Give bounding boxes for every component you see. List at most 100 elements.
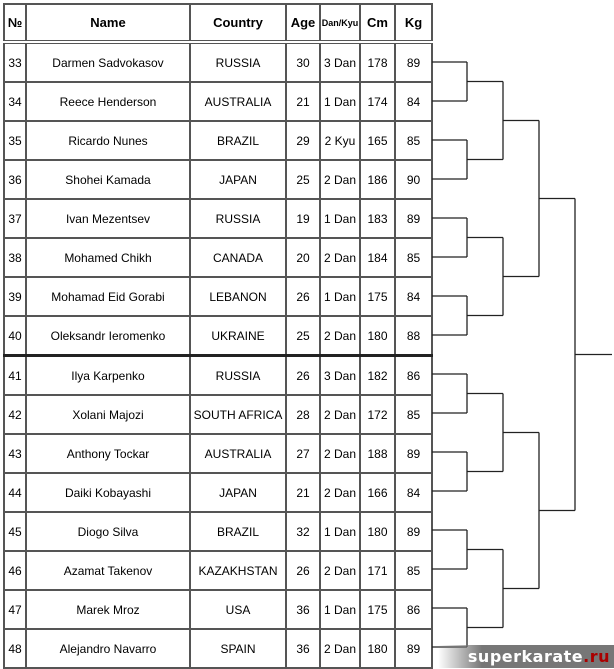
cell-no: 42 — [3, 394, 27, 435]
cell-cm: 183 — [359, 198, 396, 239]
cell-kg: 85 — [394, 237, 433, 278]
cell-no: 40 — [3, 315, 27, 357]
cell-age: 27 — [285, 433, 321, 474]
cell-age: 26 — [285, 550, 321, 591]
cell-country: SPAIN — [189, 628, 287, 669]
cell-cm: 180 — [359, 315, 396, 357]
cell-country: LEBANON — [189, 276, 287, 317]
header-country: Country — [189, 3, 287, 44]
cell-rank: 2 Dan — [319, 433, 361, 474]
cell-rank: 2 Dan — [319, 315, 361, 357]
cell-rank: 1 Dan — [319, 198, 361, 239]
cell-rank: 2 Dan — [319, 159, 361, 200]
cell-rank: 3 Dan — [319, 41, 361, 83]
cell-rank: 1 Dan — [319, 511, 361, 552]
cell-cm: 165 — [359, 120, 396, 161]
cell-name: Shohei Kamada — [25, 159, 191, 200]
cell-country: JAPAN — [189, 472, 287, 513]
cell-kg: 89 — [394, 511, 433, 552]
cell-age: 26 — [285, 276, 321, 317]
cell-cm: 180 — [359, 628, 396, 669]
cell-kg: 88 — [394, 315, 433, 357]
cell-cm: 171 — [359, 550, 396, 591]
cell-kg: 85 — [394, 120, 433, 161]
cell-rank: 3 Dan — [319, 354, 361, 396]
cell-no: 38 — [3, 237, 27, 278]
cell-name: Anthony Tockar — [25, 433, 191, 474]
cell-kg: 84 — [394, 472, 433, 513]
cell-age: 29 — [285, 120, 321, 161]
cell-age: 32 — [285, 511, 321, 552]
cell-cm: 172 — [359, 394, 396, 435]
cell-kg: 89 — [394, 433, 433, 474]
cell-no: 35 — [3, 120, 27, 161]
cell-no: 33 — [3, 41, 27, 83]
cell-rank: 2 Dan — [319, 550, 361, 591]
cell-no: 44 — [3, 472, 27, 513]
cell-rank: 1 Dan — [319, 81, 361, 122]
cell-age: 20 — [285, 237, 321, 278]
cell-no: 48 — [3, 628, 27, 669]
cell-age: 25 — [285, 315, 321, 357]
cell-no: 46 — [3, 550, 27, 591]
cell-cm: 166 — [359, 472, 396, 513]
cell-country: CANADA — [189, 237, 287, 278]
cell-rank: 2 Dan — [319, 472, 361, 513]
cell-name: Daiki Kobayashi — [25, 472, 191, 513]
cell-no: 36 — [3, 159, 27, 200]
cell-cm: 180 — [359, 511, 396, 552]
cell-name: Ricardo Nunes — [25, 120, 191, 161]
header-cm: Cm — [359, 3, 396, 44]
cell-no: 45 — [3, 511, 27, 552]
cell-country: KAZAKHSTAN — [189, 550, 287, 591]
header-kg: Kg — [394, 3, 433, 44]
header-rank: Dan/Kyu — [319, 3, 361, 44]
cell-country: BRAZIL — [189, 120, 287, 161]
cell-kg: 86 — [394, 589, 433, 630]
cell-no: 41 — [3, 354, 27, 396]
cell-country: JAPAN — [189, 159, 287, 200]
header-age: Age — [285, 3, 321, 44]
cell-name: Oleksandr Ieromenko — [25, 315, 191, 357]
cell-cm: 178 — [359, 41, 396, 83]
cell-name: Darmen Sadvokasov — [25, 41, 191, 83]
cell-name: Xolani Majozi — [25, 394, 191, 435]
cell-name: Ivan Mezentsev — [25, 198, 191, 239]
cell-no: 39 — [3, 276, 27, 317]
cell-no: 37 — [3, 198, 27, 239]
cell-age: 36 — [285, 628, 321, 669]
cell-cm: 175 — [359, 589, 396, 630]
cell-cm: 186 — [359, 159, 396, 200]
cell-age: 28 — [285, 394, 321, 435]
cell-name: Azamat Takenov — [25, 550, 191, 591]
cell-country: RUSSIA — [189, 198, 287, 239]
cell-cm: 184 — [359, 237, 396, 278]
cell-rank: 1 Dan — [319, 276, 361, 317]
header-no: № — [3, 3, 27, 44]
cell-kg: 89 — [394, 41, 433, 83]
cell-country: USA — [189, 589, 287, 630]
cell-kg: 86 — [394, 354, 433, 396]
cell-name: Ilya Karpenko — [25, 354, 191, 396]
cell-kg: 85 — [394, 550, 433, 591]
header-row: № Name Country Age Dan/Kyu Cm Kg — [3, 3, 433, 44]
cell-no: 47 — [3, 589, 27, 630]
cell-country: SOUTH AFRICA — [189, 394, 287, 435]
cell-age: 26 — [285, 354, 321, 396]
cell-age: 19 — [285, 198, 321, 239]
cell-name: Alejandro Navarro — [25, 628, 191, 669]
cell-cm: 174 — [359, 81, 396, 122]
